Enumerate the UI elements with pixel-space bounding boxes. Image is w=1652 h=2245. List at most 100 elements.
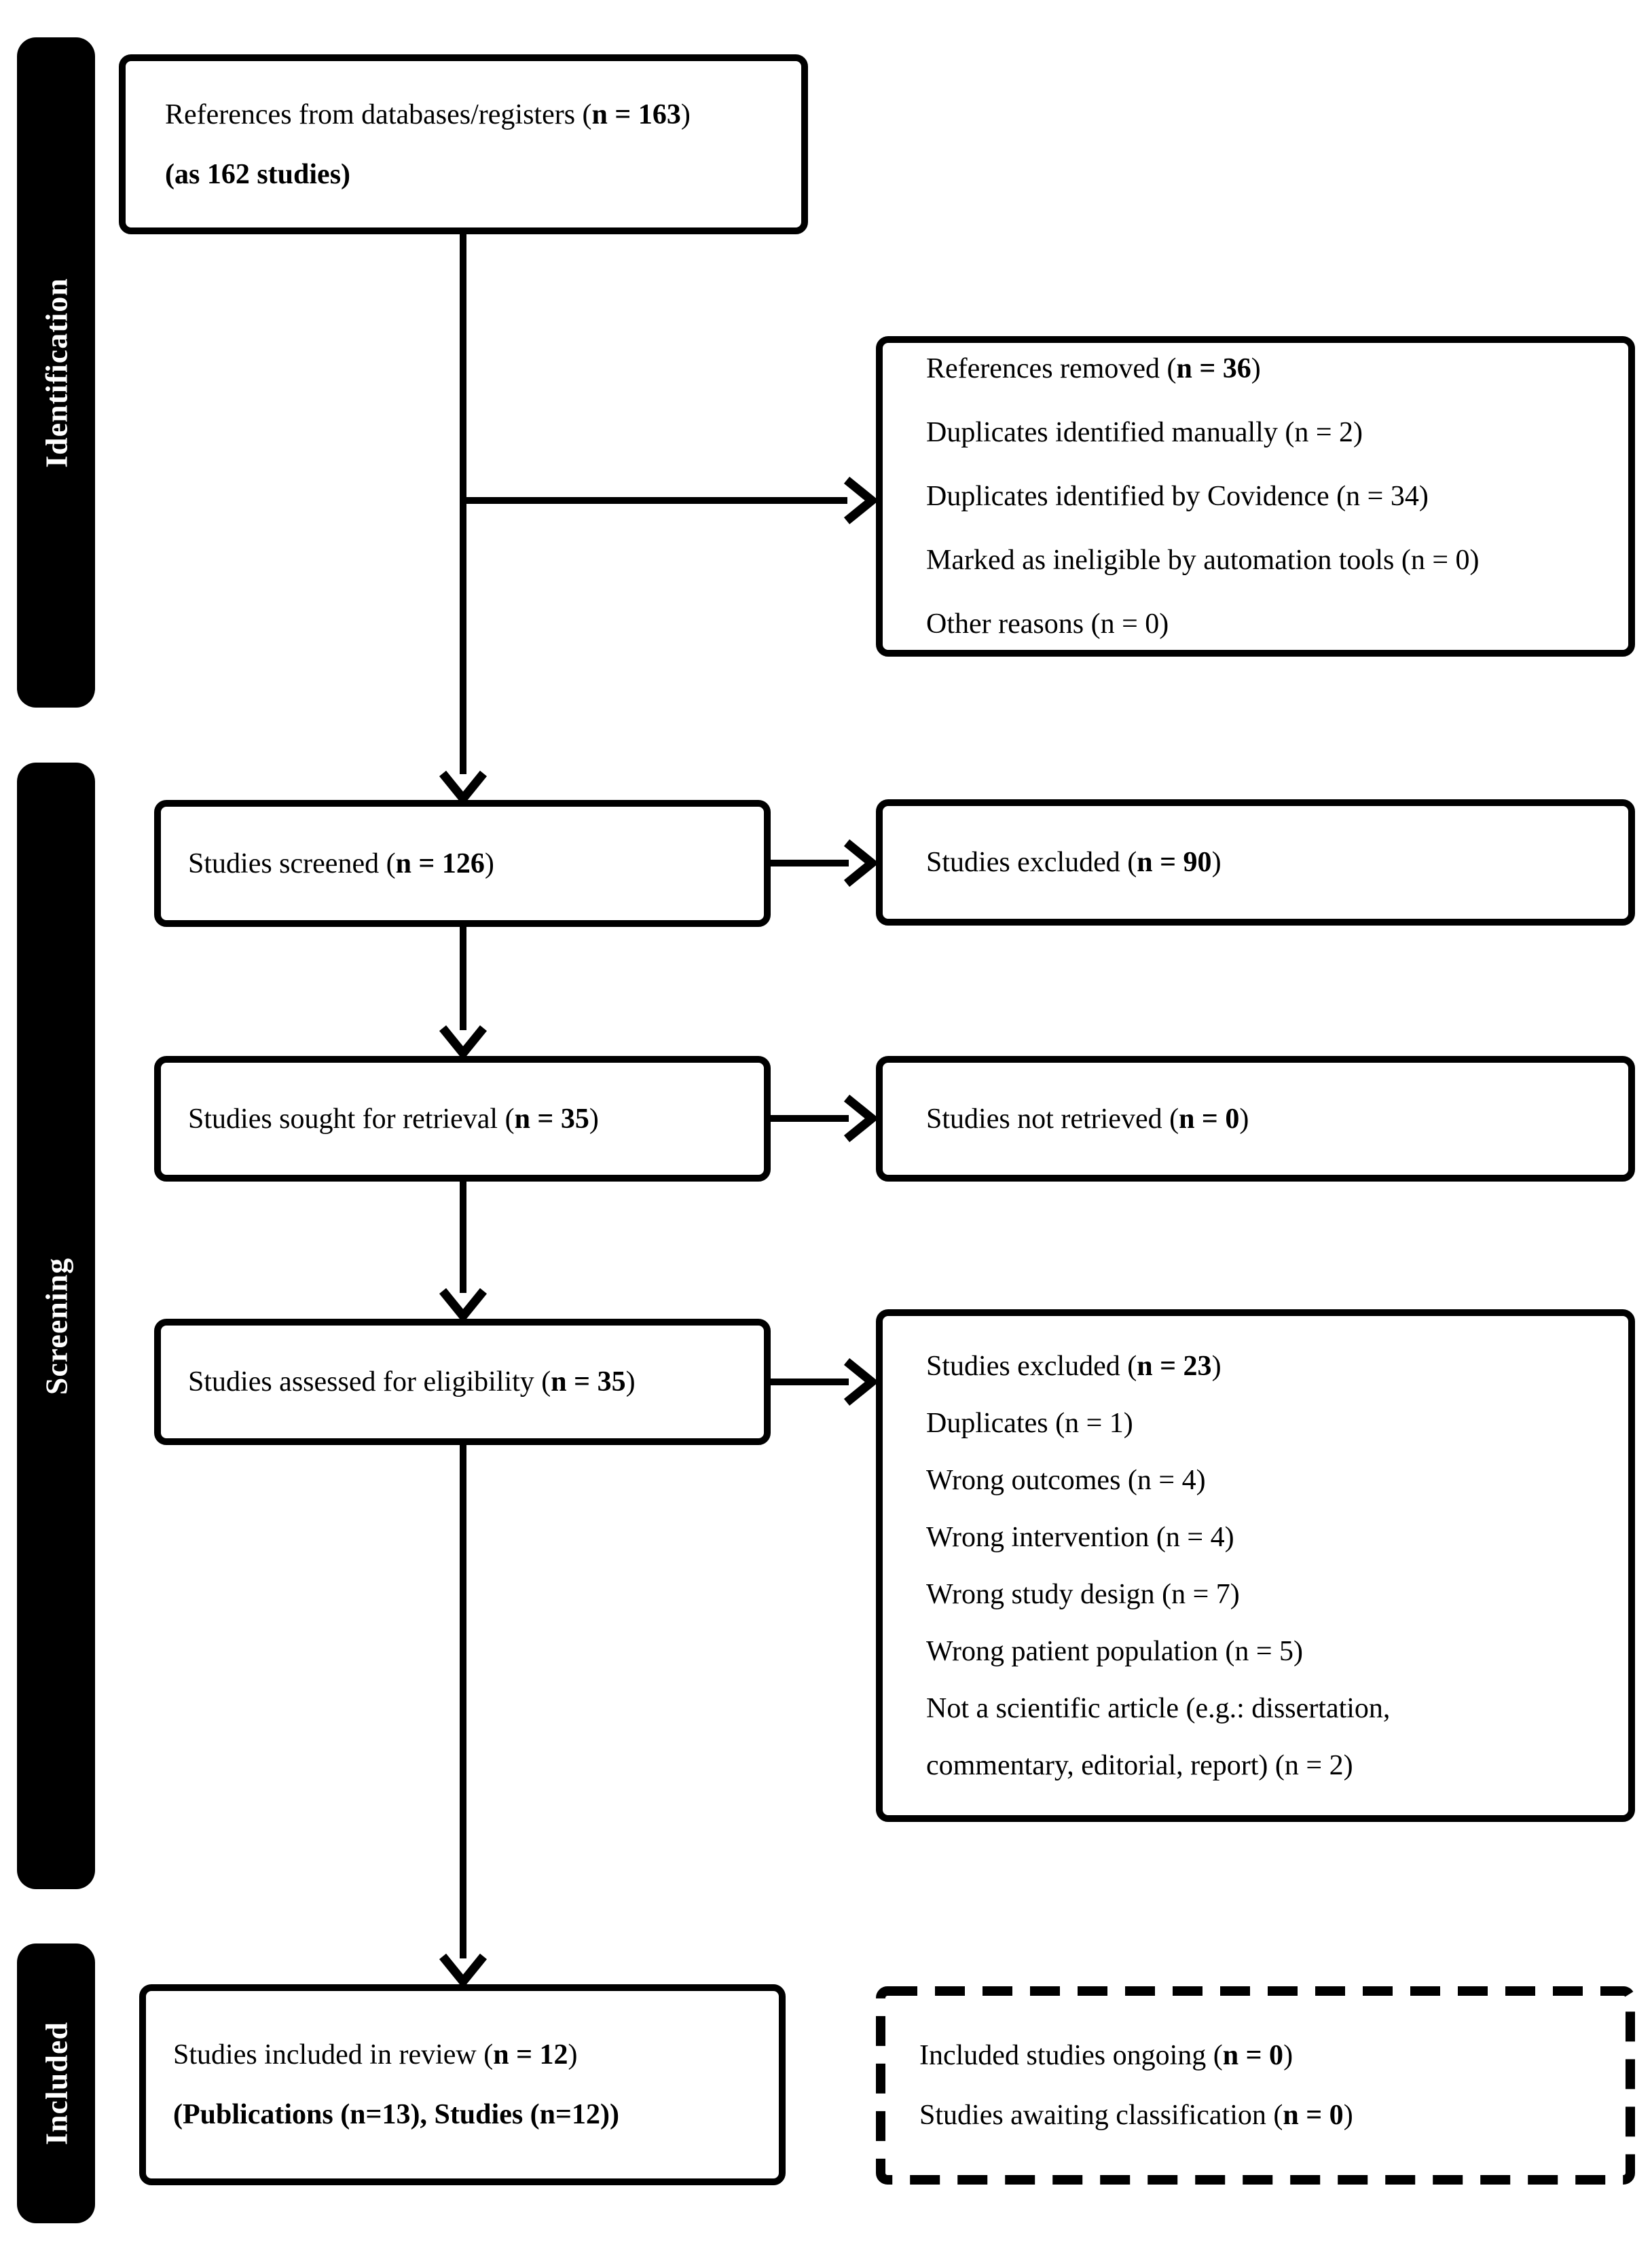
arrowhead-down-into-assessed-icon <box>437 1288 489 1324</box>
count-studies-sought: n = 35 <box>514 1103 589 1135</box>
box-studies-excluded-eligibility-line1: Studies excluded (n = 23) <box>926 1338 1615 1395</box>
box-studies-excluded-eligibility-line2: Duplicates (n = 1) <box>926 1395 1615 1452</box>
count-references-removed: n = 36 <box>1176 353 1251 384</box>
box-studies-ongoing-line2: Studies awaiting classification (n = 0) <box>919 2085 1621 2145</box>
arrowhead-right-into-excluded-eligibility-icon <box>843 1356 879 1408</box>
text-segment: Other reasons (n = 0) <box>926 608 1169 640</box>
text-segment: Included studies ongoing ( <box>919 2040 1223 2071</box>
box-references-removed: References removed (n = 36) Duplicates i… <box>876 336 1635 657</box>
box-studies-included-line1: Studies included in review (n = 12) <box>173 2025 765 2085</box>
arrow-shaft-branch-to-removed <box>463 497 847 504</box>
arrow-shaft-assessed-to-excluded <box>771 1379 849 1385</box>
box-studies-screened: Studies screened (n = 126) <box>154 800 771 927</box>
stage-screening-label: Screening <box>39 1257 73 1395</box>
box-studies-excluded-eligibility: Studies excluded (n = 23) Duplicates (n … <box>876 1309 1635 1822</box>
arrow-shaft-screened-to-sought <box>460 927 466 1030</box>
box-studies-sought: Studies sought for retrieval (n = 35) <box>154 1056 771 1182</box>
text-segment: Wrong study design (n = 7) <box>926 1578 1240 1610</box>
text-segment: Studies assessed for eligibility ( <box>188 1366 551 1398</box>
text-segment: Studies awaiting classification ( <box>919 2100 1283 2131</box>
text-segment: References from databases/registers ( <box>165 98 592 130</box>
box-studies-excluded-eligibility-line5: Wrong study design (n = 7) <box>926 1566 1615 1623</box>
text-segment: Studies excluded ( <box>926 1350 1137 1382</box>
count-studies-screened: n = 126 <box>395 847 485 879</box>
arrowhead-right-into-notretrieved-icon <box>843 1093 879 1144</box>
box-references-removed-line2: Duplicates identified manually (n = 2) <box>926 401 1615 464</box>
text-segment: ) <box>484 847 494 879</box>
box-studies-included-line2: (Publications (n=13), Studies (n=12)) <box>173 2085 765 2144</box>
text-segment: Studies included in review ( <box>173 2039 494 2070</box>
arrow-shaft-assessed-to-included <box>460 1445 466 1958</box>
box-studies-sought-line1: Studies sought for retrieval (n = 35) <box>188 1089 750 1149</box>
count-studies-identified: (as 162 studies) <box>165 158 351 190</box>
box-studies-not-retrieved: Studies not retrieved (n = 0) <box>876 1056 1635 1182</box>
box-studies-assessed: Studies assessed for eligibility (n = 35… <box>154 1319 771 1445</box>
stage-screening: Screening <box>17 763 95 1889</box>
count-studies-ongoing: n = 0 <box>1222 2040 1284 2071</box>
text-segment: Duplicates identified manually (n = 2) <box>926 417 1363 448</box>
count-references-identified: n = 163 <box>591 98 681 130</box>
stage-included: Included <box>17 1943 95 2223</box>
box-studies-ongoing-line1: Included studies ongoing (n = 0) <box>919 2026 1621 2085</box>
box-studies-excluded-eligibility-line6: Wrong patient population (n = 5) <box>926 1623 1615 1680</box>
text-segment: Studies sought for retrieval ( <box>188 1103 515 1135</box>
text-segment: commentary, editorial, report) (n = 2) <box>926 1749 1353 1781</box>
box-studies-included: Studies included in review (n = 12) (Pub… <box>139 1984 786 2185</box>
count-studies-included: n = 12 <box>493 2039 568 2070</box>
box-studies-excluded-eligibility-line4: Wrong intervention (n = 4) <box>926 1509 1615 1566</box>
text-segment: ) <box>1239 1103 1249 1135</box>
text-segment: Wrong intervention (n = 4) <box>926 1521 1234 1553</box>
count-studies-not-retrieved: n = 0 <box>1179 1103 1240 1135</box>
text-segment: ) <box>589 1103 599 1135</box>
count-studies-excluded-screening: n = 90 <box>1137 847 1212 878</box>
arrowhead-down-into-sought-icon <box>437 1025 489 1061</box>
text-segment: ) <box>625 1366 636 1398</box>
box-references-databases-line2: (as 162 studies) <box>165 145 788 204</box>
arrow-shaft-sought-to-assessed <box>460 1182 466 1293</box>
text-segment: Studies excluded ( <box>926 847 1137 878</box>
box-studies-excluded-eligibility-line8: commentary, editorial, report) (n = 2) <box>926 1737 1615 1794</box>
box-studies-excluded-screening: Studies excluded (n = 90) <box>876 799 1635 926</box>
text-segment: Duplicates identified by Covidence (n = … <box>926 481 1429 512</box>
stage-identification: Identification <box>17 37 95 708</box>
box-studies-excluded-eligibility-line3: Wrong outcomes (n = 4) <box>926 1452 1615 1509</box>
count-studies-excluded-eligibility: n = 23 <box>1137 1350 1212 1382</box>
text-segment: Marked as ineligible by automation tools… <box>926 545 1480 576</box>
text-segment: ) <box>1283 2040 1293 2071</box>
text-segment: ) <box>1343 2100 1353 2131</box>
text-segment: Studies not retrieved ( <box>926 1103 1179 1135</box>
text-segment: References removed ( <box>926 353 1177 384</box>
box-studies-excluded-screening-line1: Studies excluded (n = 90) <box>926 833 1615 892</box>
arrowhead-down-into-screened-icon <box>437 770 489 806</box>
stage-identification-label: Identification <box>39 277 73 468</box>
text-segment: ) <box>1251 353 1261 384</box>
count-publications-studies: (Publications (n=13), Studies (n=12)) <box>173 2099 619 2130</box>
text-segment: Wrong patient population (n = 5) <box>926 1635 1304 1667</box>
stage-included-label: Included <box>39 2022 73 2145</box>
box-studies-excluded-eligibility-line7: Not a scientific article (e.g.: disserta… <box>926 1680 1615 1737</box>
arrowhead-down-into-included-icon <box>437 1953 489 1989</box>
count-studies-assessed: n = 35 <box>551 1366 626 1398</box>
arrow-shaft-sought-to-notretrieved <box>771 1115 849 1122</box>
text-segment: ) <box>1211 1350 1222 1382</box>
box-studies-screened-line1: Studies screened (n = 126) <box>188 834 750 894</box>
text-segment: ) <box>680 98 691 130</box>
box-references-databases-line1: References from databases/registers (n =… <box>165 85 788 145</box>
text-segment: ) <box>1211 847 1222 878</box>
box-references-removed-line4: Marked as ineligible by automation tools… <box>926 528 1615 592</box>
box-references-removed-line1: References removed (n = 36) <box>926 337 1615 401</box>
box-references-removed-line5: Other reasons (n = 0) <box>926 592 1615 656</box>
arrowhead-right-into-removed-icon <box>843 475 879 526</box>
box-studies-ongoing: Included studies ongoing (n = 0) Studies… <box>876 1986 1635 2185</box>
text-segment: Duplicates (n = 1) <box>926 1407 1133 1439</box>
arrowhead-right-into-excluded-screening-icon <box>843 837 879 889</box>
box-studies-assessed-line1: Studies assessed for eligibility (n = 35… <box>188 1352 750 1412</box>
text-segment: ) <box>568 2039 578 2070</box>
text-segment: Wrong outcomes (n = 4) <box>926 1464 1206 1496</box>
box-references-databases: References from databases/registers (n =… <box>119 54 808 234</box>
box-studies-not-retrieved-line1: Studies not retrieved (n = 0) <box>926 1089 1615 1149</box>
text-segment: Not a scientific article (e.g.: disserta… <box>926 1692 1391 1724</box>
count-studies-awaiting: n = 0 <box>1283 2100 1344 2131</box>
arrow-shaft-screened-to-excluded <box>771 860 849 866</box>
